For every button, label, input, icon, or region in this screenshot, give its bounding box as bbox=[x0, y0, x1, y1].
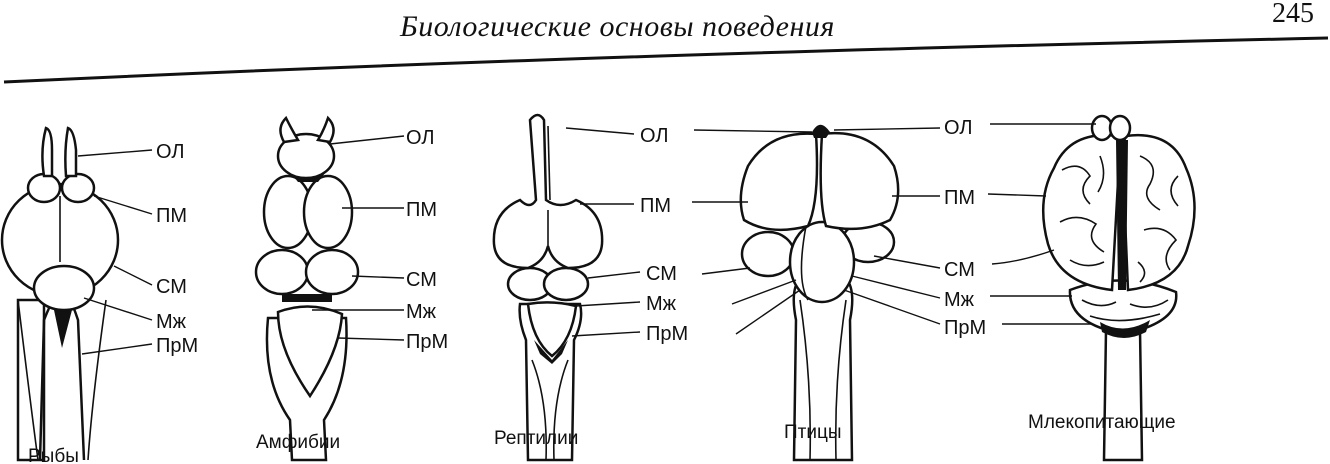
label-pm-fish: ПМ bbox=[156, 205, 187, 227]
brain-mammal bbox=[1042, 114, 1196, 462]
label-mzh-mammal: Мж bbox=[944, 289, 975, 311]
brain-bird bbox=[739, 124, 900, 462]
page-header-title: Биологические основы поведения bbox=[400, 10, 835, 43]
label-prm-reptile: ПрМ bbox=[646, 323, 688, 345]
caption-reptiles: Рептилии bbox=[494, 428, 578, 449]
label-pm-amphibian: ПМ bbox=[406, 199, 437, 221]
label-mzh-reptile: Мж bbox=[646, 293, 677, 315]
label-sm-mammal: СМ bbox=[944, 259, 975, 281]
label-ol-mammal: ОЛ bbox=[944, 117, 972, 139]
brain-fish bbox=[0, 126, 120, 462]
caption-mammals: Млекопитающие bbox=[1028, 412, 1176, 433]
page-number: 245 bbox=[1272, 0, 1314, 29]
label-prm-mammal: ПрМ bbox=[944, 317, 986, 339]
header-rule bbox=[3, 36, 1329, 84]
label-pm-mammal: ПМ bbox=[944, 187, 975, 209]
label-prm-fish: ПрМ bbox=[156, 335, 198, 357]
label-mzh-amphibian: Мж bbox=[406, 301, 437, 323]
caption-birds: Птицы bbox=[784, 422, 842, 443]
label-ol-fish: ОЛ bbox=[156, 141, 184, 163]
caption-amphibians: Амфибии bbox=[256, 432, 340, 453]
label-pm-reptile: ПМ bbox=[640, 195, 671, 217]
label-prm-amphibian: ПрМ bbox=[406, 331, 448, 353]
label-ol-reptile: ОЛ bbox=[640, 125, 668, 147]
label-sm-amphibian: СМ bbox=[406, 269, 437, 291]
brain-reptile bbox=[492, 113, 604, 462]
label-sm-fish: СМ bbox=[156, 276, 187, 298]
brain-amphibian bbox=[254, 115, 360, 462]
label-ol-amphibian: ОЛ bbox=[406, 127, 434, 149]
label-mzh-fish: Мж bbox=[156, 311, 187, 333]
label-sm-reptile: СМ bbox=[646, 263, 677, 285]
caption-fish: Рыбы bbox=[28, 446, 79, 464]
